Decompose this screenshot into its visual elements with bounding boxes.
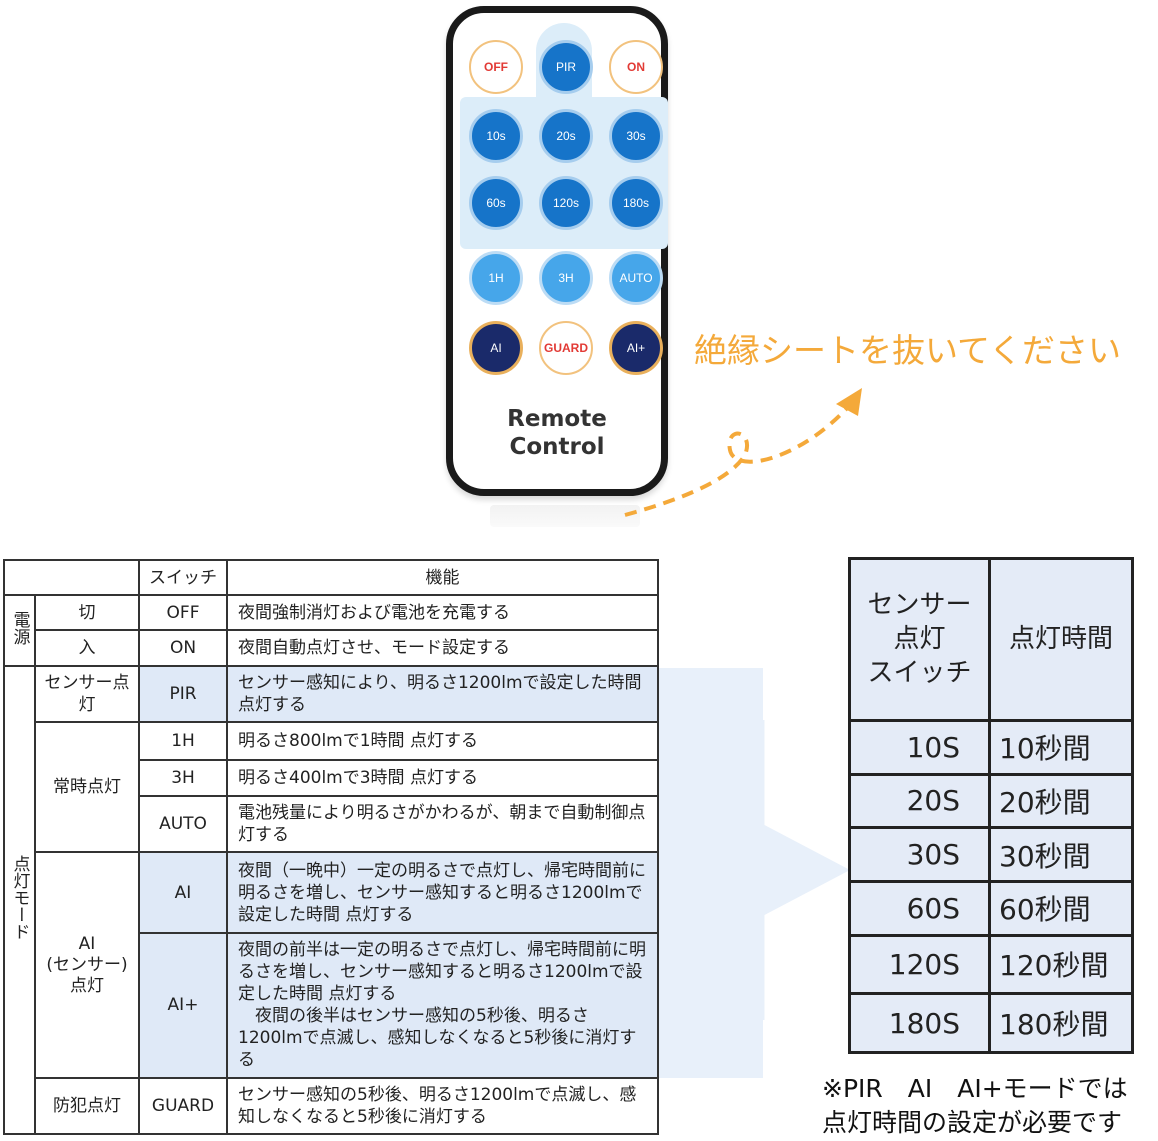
remote-button-on[interactable]: ON	[609, 40, 663, 94]
remote-button-ai-plus[interactable]: AI+	[609, 321, 663, 375]
row-aiplus-desc2: 夜間の後半はセンサー感知の5秒後、明るさ1200lmで点滅し、感知しなくなると5…	[238, 1006, 637, 1071]
row-guard-name: 防犯点灯	[34, 1076, 140, 1136]
row-off-desc: 夜間強制消灯および電池を充電する	[226, 594, 659, 632]
ai-group-line2: (センサー)	[46, 954, 128, 975]
header-function: 機能	[226, 558, 659, 597]
row-aiplus-desc1: 夜間の前半は一定の明るさで点灯し、帰宅時間前に明るさを増し、センサー感知すると明…	[238, 940, 646, 1005]
remote-button-ai[interactable]: AI	[469, 321, 523, 375]
row-ai-switch: AI	[138, 851, 228, 934]
row-1h-desc: 明るさ800lmで1時間 点灯する	[226, 720, 659, 761]
remote-control: OFF PIR ON 10s 20s 30s 60s 120s 180s 1H 3H AUTO AI GU…	[446, 6, 668, 496]
row-1h-switch: 1H	[138, 720, 228, 761]
row-aiplus-switch: AI+	[138, 931, 228, 1079]
header-switch: スイッチ	[138, 558, 228, 597]
remote-button-60s[interactable]: 60s	[469, 176, 523, 230]
remote-label: Remote Control	[453, 405, 661, 461]
time-row-seconds: 20S	[848, 772, 991, 830]
remote-button-10s[interactable]: 10s	[469, 109, 523, 163]
ai-group-line1: AI	[78, 933, 96, 954]
time-row-duration: 120秒間	[988, 933, 1134, 996]
remote-button-pir[interactable]: PIR	[539, 40, 593, 94]
dashed-arrow-icon	[624, 388, 862, 517]
header-empty	[3, 558, 140, 597]
remote-button-off[interactable]: OFF	[469, 40, 523, 94]
time-header-line3: スイッチ	[867, 658, 972, 689]
row-3h-desc: 明るさ400lmで3時間 点灯する	[226, 758, 659, 798]
row-on-desc: 夜間自動点灯させ、モード設定する	[226, 629, 659, 667]
remote-button-120s[interactable]: 120s	[539, 176, 593, 230]
time-row-seconds: 30S	[848, 826, 991, 883]
time-row-duration: 180秒間	[988, 992, 1134, 1054]
row-on-name: 入	[34, 629, 140, 667]
time-row-duration: 30秒間	[988, 826, 1134, 883]
remote-button-30s[interactable]: 30s	[609, 109, 663, 163]
time-row-duration: 20秒間	[988, 772, 1134, 830]
row-pir-desc: センサー感知により、明るさ1200lmで設定した時間 点灯する	[226, 664, 659, 723]
time-header-line1: センサー	[867, 590, 972, 621]
row-guard-desc: センサー感知の5秒後、明るさ1200lmで点滅し、感知しなくなると5秒後に消灯す…	[226, 1076, 659, 1136]
row-auto-switch: AUTO	[138, 795, 228, 854]
row-pir-name: センサー点灯	[34, 664, 140, 723]
time-row-duration: 10秒間	[988, 718, 1134, 776]
row-off-name: 切	[34, 594, 140, 632]
row-auto-desc: 電池残量により明るさがかわるが、朝まで自動制御点灯する	[226, 795, 659, 854]
time-row-seconds: 60S	[848, 879, 991, 937]
row-ai-desc: 夜間（一晩中）一定の明るさで点灯し、帰宅時間前に明るさを増し、センサー感知すると…	[226, 851, 659, 934]
time-header-left: センサー 点灯 スイッチ	[848, 557, 991, 722]
ai-group-line3: 点灯	[70, 975, 104, 996]
remote-label-line2: Control	[509, 434, 605, 460]
remote-button-180s[interactable]: 180s	[609, 176, 663, 230]
group-power: 電源	[3, 594, 36, 667]
remote-button-3h[interactable]: 3H	[539, 251, 593, 305]
note-line1: ※PIR AI AI+モードでは	[822, 1074, 1128, 1103]
group-mode: 点灯モード	[3, 664, 36, 1136]
time-row-seconds: 120S	[848, 933, 991, 996]
row-on-switch: ON	[138, 629, 228, 667]
time-row-seconds: 10S	[848, 718, 991, 776]
time-header-line2: 点灯	[893, 624, 946, 655]
remote-button-guard[interactable]: GUARD	[539, 321, 593, 375]
ai-group-label: AI (センサー) 点灯	[34, 851, 140, 1079]
row-guard-switch: GUARD	[138, 1076, 228, 1136]
row-off-switch: OFF	[138, 594, 228, 632]
remote-label-line1: Remote	[507, 406, 607, 432]
row-aiplus-desc: 夜間の前半は一定の明るさで点灯し、帰宅時間前に明るさを増し、センサー感知すると明…	[226, 931, 659, 1079]
row-3h-switch: 3H	[138, 758, 228, 798]
remote-button-1h[interactable]: 1H	[469, 251, 523, 305]
note: ※PIR AI AI+モードでは 点灯時間の設定が必要です	[822, 1072, 1128, 1140]
function-table: スイッチ 機能 電源 切 OFF 夜間強制消灯および電池を充電する 入 ON 夜…	[3, 558, 659, 1136]
callout-pointer	[660, 720, 850, 1020]
time-row-seconds: 180S	[848, 992, 991, 1054]
remote-base	[490, 505, 640, 527]
time-row-duration: 60秒間	[988, 879, 1134, 937]
pull-instruction: 絶縁シートを抜いてください	[694, 331, 1122, 370]
row-pir-switch: PIR	[138, 664, 228, 723]
note-line2: 点灯時間の設定が必要です	[822, 1108, 1123, 1137]
time-header-right: 点灯時間	[988, 557, 1134, 722]
remote-button-auto[interactable]: AUTO	[609, 251, 663, 305]
remote-button-20s[interactable]: 20s	[539, 109, 593, 163]
always-on-label: 常時点灯	[34, 720, 140, 854]
